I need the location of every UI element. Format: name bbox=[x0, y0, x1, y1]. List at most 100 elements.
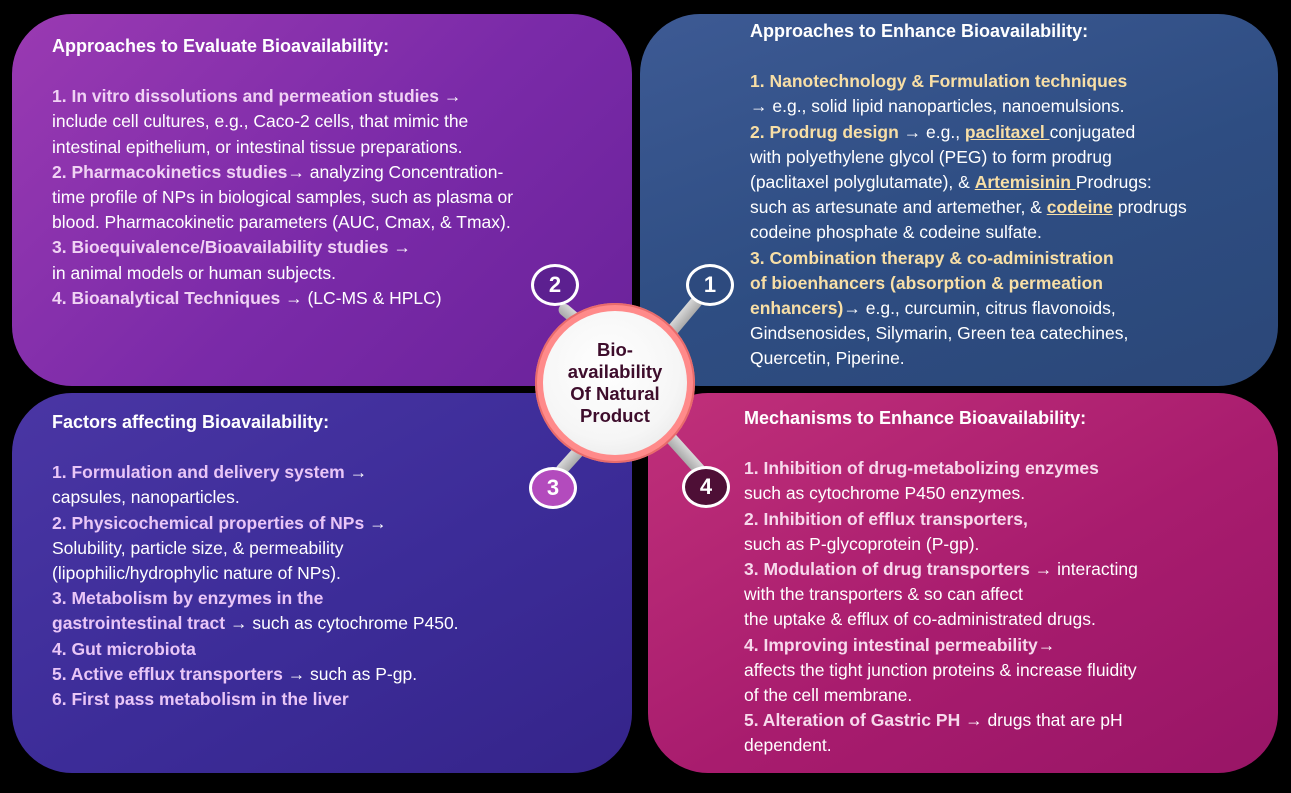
list-item: codeine phosphate & codeine sulfate. bbox=[750, 222, 1042, 243]
list-item: (lipophilic/hydrophylic nature of NPs). bbox=[52, 561, 459, 586]
item-text: dependent. bbox=[744, 735, 832, 756]
item-text: → bbox=[344, 462, 368, 483]
item-text: → drugs that are pH bbox=[960, 710, 1123, 731]
item-heading: 4. Improving intestinal permeability bbox=[744, 634, 1038, 655]
list-item: include cell cultures, e.g., Caco-2 cell… bbox=[52, 109, 513, 134]
list-item: 3. Metabolism by enzymes in the bbox=[52, 586, 459, 611]
list-item: of bioenhancers (absorption & permeation bbox=[750, 272, 1103, 293]
list-item: 6. First pass metabolism in the liver bbox=[52, 687, 459, 712]
panel-title: Factors affecting Bioavailability: bbox=[52, 412, 330, 432]
item-text: → bbox=[439, 86, 462, 107]
list-item: 4. Gut microbiota bbox=[52, 637, 459, 662]
item-text: (lipophilic/hydrophylic nature of NPs). bbox=[52, 563, 341, 584]
number-badge-1: 1 bbox=[686, 264, 734, 306]
item-heading: 4. Gut microbiota bbox=[52, 638, 196, 659]
list-item: time profile of NPs in biological sample… bbox=[52, 185, 513, 210]
panel-title: Approaches to Enhance Bioavailability: bbox=[750, 21, 1089, 41]
item-heading: 5. Alteration of Gastric PH bbox=[744, 710, 961, 731]
panel-evaluate-bioavailability: Approaches to Evaluate Bioavailability: … bbox=[12, 14, 632, 386]
mechanisms-list: 1. Inhibition of drug-metabolizing enzym… bbox=[744, 456, 1138, 758]
item-heading: 2. Pharmacokinetics studies bbox=[52, 161, 288, 182]
panel-factors-affecting-bioavailability: Factors affecting Bioavailability: 1. Fo… bbox=[12, 393, 632, 773]
center-node: Bio- availability Of Natural Product bbox=[535, 303, 695, 463]
drug-name: paclitaxel bbox=[964, 121, 1050, 142]
list-item: Gindsenosides, Silymarin, Green tea cate… bbox=[750, 323, 1129, 344]
item-text: of the cell membrane. bbox=[744, 685, 913, 706]
item-text: → bbox=[1037, 634, 1056, 655]
item-text: time profile of NPs in biological sample… bbox=[52, 187, 514, 208]
list-item: with polyethylene glycol (PEG) to form p… bbox=[750, 146, 1112, 167]
list-item: 1. Inhibition of drug-metabolizing enzym… bbox=[744, 456, 1138, 481]
panel-mechanisms-enhance-bioavailability: Mechanisms to Enhance Bioavailability: 1… bbox=[648, 393, 1278, 773]
evaluate-list: 1. In vitro dissolutions and permeation … bbox=[52, 84, 513, 311]
list-item: 1. In vitro dissolutions and permeation … bbox=[52, 84, 513, 109]
list-item: 3. Combination therapy & co-administrati… bbox=[750, 247, 1114, 268]
item-text: capsules, nanoparticles. bbox=[52, 487, 240, 508]
list-item: 3. Modulation of drug transporters → int… bbox=[744, 557, 1138, 582]
list-item: such as cytochrome P450 enzymes. bbox=[744, 481, 1138, 506]
factors-list: 1. Formulation and delivery system →caps… bbox=[52, 460, 459, 712]
item-text: → analyzing Concentration- bbox=[287, 161, 504, 182]
list-item: capsules, nanoparticles. bbox=[52, 485, 459, 510]
list-item: 1. Formulation and delivery system → bbox=[52, 460, 459, 485]
list-item: 2. Pharmacokinetics studies→ analyzing C… bbox=[52, 160, 513, 185]
item-text: the uptake & efflux of co-administrated … bbox=[744, 609, 1096, 630]
list-item: such as P-glycoprotein (P-gp). bbox=[744, 532, 1138, 557]
panel-title: Approaches to Evaluate Bioavailability: bbox=[52, 36, 390, 56]
item-heading: 1. In vitro dissolutions and permeation … bbox=[52, 86, 440, 107]
list-item: in animal models or human subjects. bbox=[52, 261, 513, 286]
item-text: in animal models or human subjects. bbox=[52, 262, 337, 283]
item-heading: 2. Physicochemical properties of NPs bbox=[52, 512, 365, 533]
item-heading: 6. First pass metabolism in the liver bbox=[52, 689, 349, 710]
number-badge-4: 4 bbox=[682, 466, 730, 508]
item-heading: 3. Modulation of drug transporters bbox=[744, 559, 1030, 580]
list-item: Solubility, particle size, & permeabilit… bbox=[52, 536, 459, 561]
item-text: such as cytochrome P450 enzymes. bbox=[744, 483, 1026, 504]
item-heading: 4. Bioanalytical Techniques bbox=[52, 287, 281, 308]
item-heading: gastrointestinal tract bbox=[52, 613, 226, 634]
list-item: affects the tight junction proteins & in… bbox=[744, 658, 1138, 683]
item-text: → interacting bbox=[1029, 559, 1138, 580]
item-heading: 5. Active efflux transporters bbox=[52, 663, 283, 684]
item-text: Solubility, particle size, & permeabilit… bbox=[52, 537, 344, 558]
list-item: 4. Bioanalytical Techniques → (LC-MS & H… bbox=[52, 286, 513, 311]
list-item: → e.g., solid lipid nanoparticles, nanoe… bbox=[750, 96, 1125, 117]
item-text: → (LC-MS & HPLC) bbox=[280, 287, 442, 308]
item-heading: 1. Formulation and delivery system bbox=[52, 462, 345, 483]
item-text: intestinal epithelium, or intestinal tis… bbox=[52, 136, 463, 157]
item-heading: 3. Bioequivalence/Bioavailability studie… bbox=[52, 237, 389, 258]
item-text: → bbox=[364, 512, 387, 533]
item-text: affects the tight junction proteins & in… bbox=[744, 659, 1137, 680]
item-text: → such as cytochrome P450. bbox=[225, 613, 459, 634]
item-heading: 1. Inhibition of drug-metabolizing enzym… bbox=[744, 458, 1099, 479]
item-text: blood. Pharmacokinetic parameters (AUC, … bbox=[52, 212, 511, 233]
list-item: with the transporters & so can affect bbox=[744, 582, 1138, 607]
list-item: gastrointestinal tract → such as cytochr… bbox=[52, 611, 459, 636]
number-badge-2: 2 bbox=[531, 264, 579, 306]
item-text: with the transporters & so can affect bbox=[744, 584, 1023, 605]
list-item: of the cell membrane. bbox=[744, 683, 1138, 708]
list-item: intestinal epithelium, or intestinal tis… bbox=[52, 135, 513, 160]
list-item: 5. Active efflux transporters → such as … bbox=[52, 662, 459, 687]
list-item: 2. Inhibition of efflux transporters, bbox=[744, 507, 1138, 532]
list-item: blood. Pharmacokinetic parameters (AUC, … bbox=[52, 210, 513, 235]
list-item: 2. Prodrug design → e.g., paclitaxel con… bbox=[750, 121, 1136, 142]
item-text: such as P-glycoprotein (P-gp). bbox=[744, 533, 980, 554]
item-heading: 2. Inhibition of efflux transporters, bbox=[744, 508, 1028, 529]
item-heading: 3. Metabolism by enzymes in the bbox=[52, 588, 324, 609]
item-text: → bbox=[388, 237, 411, 258]
list-item: the uptake & efflux of co-administrated … bbox=[744, 607, 1138, 632]
center-label: Bio- availability Of Natural Product bbox=[567, 339, 663, 426]
list-item: 4. Improving intestinal permeability→ bbox=[744, 633, 1138, 658]
list-item: 2. Physicochemical properties of NPs → bbox=[52, 511, 459, 536]
panel-enhance-bioavailability: Approaches to Enhance Bioavailability: 1… bbox=[640, 14, 1278, 386]
center-disk: Bio- availability Of Natural Product bbox=[543, 311, 687, 455]
list-item: enhancers)→ e.g., curcumin, citrus flavo… bbox=[750, 298, 1116, 319]
list-item: 5. Alteration of Gastric PH → drugs that… bbox=[744, 708, 1138, 733]
list-item: 1. Nanotechnology & Formulation techniqu… bbox=[750, 71, 1128, 92]
drug-name: codeine bbox=[1046, 197, 1113, 218]
list-item: Quercetin, Piperine. bbox=[750, 348, 905, 369]
panel-title: Mechanisms to Enhance Bioavailability: bbox=[744, 408, 1087, 428]
list-item: 3. Bioequivalence/Bioavailability studie… bbox=[52, 235, 513, 260]
list-item: such as artesunate and artemether, & cod… bbox=[750, 197, 1187, 218]
